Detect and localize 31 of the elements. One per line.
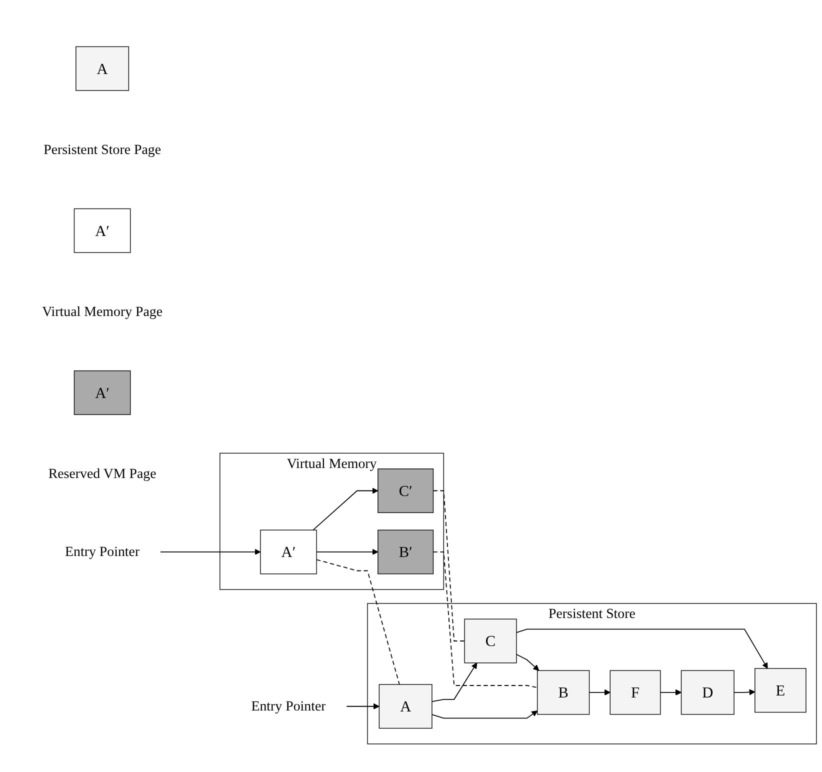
arrow: [316, 549, 378, 556]
arrow: [516, 628, 768, 669]
node-label: Reserved VM Page: [48, 466, 156, 482]
node-box: E: [754, 668, 806, 713]
arrow: [432, 710, 538, 719]
node-text: Entry Pointer: [65, 544, 140, 560]
arrow: [588, 690, 610, 696]
node-box: C′: [378, 468, 434, 514]
arrow: [346, 704, 380, 710]
node-box: A: [378, 684, 432, 729]
node-box: F: [610, 670, 661, 715]
connector: [316, 559, 400, 686]
node-box: B′: [378, 530, 434, 574]
arrow: [660, 690, 682, 696]
node-box: C: [464, 618, 517, 664]
arrow: [432, 662, 478, 702]
connector: [432, 552, 538, 688]
node-box: A′: [74, 370, 131, 416]
node-box: B: [537, 670, 590, 715]
arrow: [312, 488, 378, 531]
connector: [432, 490, 465, 642]
arrow: [516, 654, 540, 672]
node-label: Virtual Memory Page: [42, 304, 163, 320]
node-box: A′: [74, 208, 131, 254]
node-label: Persistent Store Page: [44, 142, 162, 158]
node-box: A′: [260, 530, 317, 574]
node-box: D: [680, 670, 734, 715]
arrow: [734, 689, 756, 696]
arrow: [160, 549, 261, 556]
node-box: A: [76, 46, 130, 92]
node-text: Entry Pointer: [251, 698, 326, 714]
